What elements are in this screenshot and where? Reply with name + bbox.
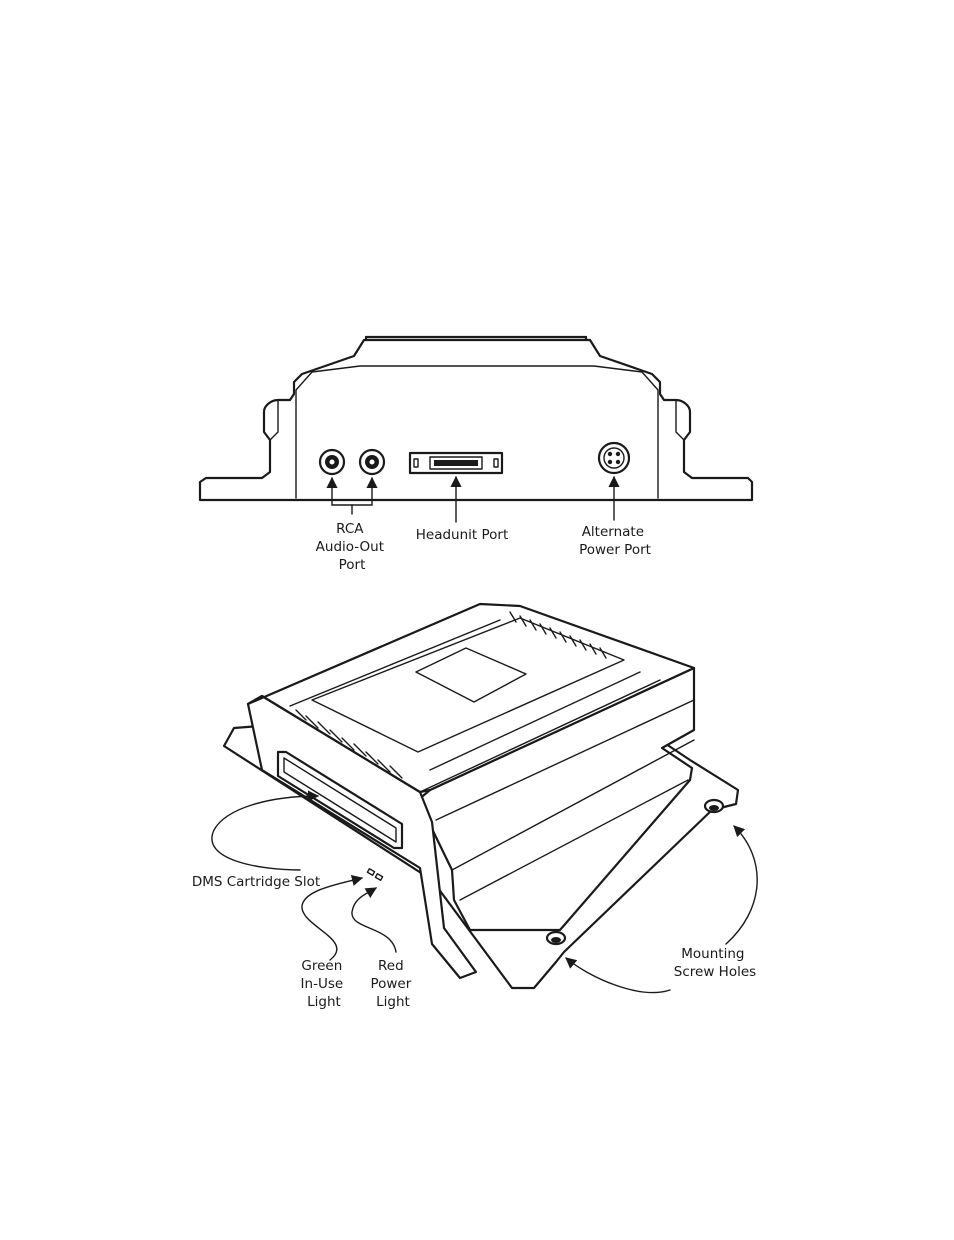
mounting-callout-front bbox=[565, 957, 671, 994]
green-light-label-line: In-Use bbox=[301, 976, 344, 992]
mounting-label-line: Mounting bbox=[681, 946, 744, 962]
rca-label-line: Port bbox=[339, 557, 366, 573]
red-light-label: Red Power Light bbox=[370, 958, 415, 1010]
dms-cartridge-slot bbox=[276, 750, 404, 850]
rca-jack-left bbox=[318, 448, 346, 476]
green-light-callout bbox=[301, 875, 364, 961]
mounting-screw-hole-back bbox=[703, 798, 725, 814]
red-light-callout bbox=[351, 887, 397, 953]
red-light-label-line: Light bbox=[376, 994, 410, 1010]
front-fins bbox=[295, 709, 403, 779]
red-power-light bbox=[374, 873, 384, 881]
headunit-label: Headunit Port bbox=[416, 527, 509, 543]
alt-power-label-line: Alternate bbox=[582, 524, 644, 540]
mounting-screw-hole-front bbox=[545, 930, 567, 946]
rear-fins bbox=[509, 611, 607, 659]
rca-label-line: RCA bbox=[336, 521, 364, 537]
green-in-use-light bbox=[366, 868, 376, 876]
green-light-label-line: Light bbox=[307, 994, 341, 1010]
green-light-label-line: Green bbox=[301, 958, 342, 974]
dms-slot-label: DMS Cartridge Slot bbox=[192, 874, 320, 890]
mounting-callout-back bbox=[725, 825, 758, 945]
red-light-label-line: Red bbox=[378, 958, 404, 974]
mounting-label-line: Screw Holes bbox=[674, 964, 756, 980]
isometric-view: DMS Cartridge Slot Green In-Use Light Re… bbox=[192, 602, 758, 1010]
alternate-power-port bbox=[597, 441, 631, 475]
rca-label-line: Audio-Out bbox=[316, 539, 384, 555]
front-housing-outline bbox=[198, 338, 754, 502]
mounting-label: Mounting Screw Holes bbox=[674, 946, 756, 980]
dms-slot-callout bbox=[211, 790, 320, 871]
rca-jack-right bbox=[358, 448, 386, 476]
headunit-port bbox=[408, 451, 504, 475]
green-light-label: Green In-Use Light bbox=[301, 958, 348, 1010]
top-window bbox=[415, 647, 527, 703]
alt-power-label-line: Power Port bbox=[579, 542, 651, 558]
iso-top-surface bbox=[246, 602, 696, 794]
rca-label: RCA Audio-Out Port bbox=[316, 521, 389, 573]
front-view: RCA Audio-Out Port Headunit Port Alterna… bbox=[198, 335, 754, 573]
alt-power-label: Alternate Power Port bbox=[579, 524, 651, 558]
red-light-label-line: Power bbox=[370, 976, 411, 992]
rca-callout bbox=[326, 476, 378, 515]
